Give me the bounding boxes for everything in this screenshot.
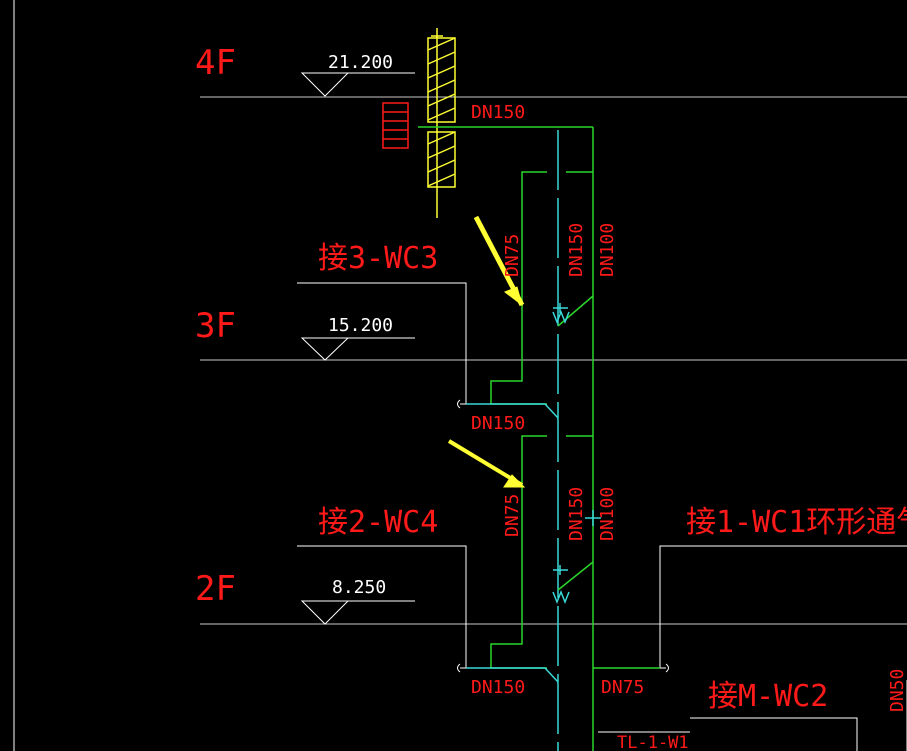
pipe-label-top-dn150: DN150 <box>471 102 525 123</box>
pipe-label-right-dn50: DN50 <box>887 669 907 712</box>
roof-sleeve <box>427 28 456 218</box>
floor-label-4f: 4F <box>195 43 236 83</box>
callout-wc1: 接1-WC1环形通气 <box>686 505 907 540</box>
pipe-label-v-dn75-lower: DN75 <box>502 494 523 537</box>
pipe-label-v-dn100-upper: DN100 <box>597 223 618 277</box>
pipe-label-v-dn75-upper: DN75 <box>502 234 523 277</box>
floor-label-3f: 3F <box>195 306 236 346</box>
pipe-label-bottom-dn75: DN75 <box>601 677 644 698</box>
pipe-label-bottom-dn150: DN150 <box>471 677 525 698</box>
callout-wc3: 接3-WC3 <box>318 241 438 276</box>
callout-wc4: 接2-WC4 <box>318 505 438 540</box>
vent-cap-icon <box>382 102 409 149</box>
pipe-label-v-dn150-upper: DN150 <box>566 223 587 277</box>
pipe-label-v-dn100-lower: DN100 <box>597 487 618 541</box>
elevation-marker-3f: 15.200 <box>300 315 415 361</box>
arrow-lower-icon <box>447 439 526 488</box>
elevation-marker-4f: 21.200 <box>300 52 415 97</box>
riser-tag: TL-1-W1 <box>617 733 689 751</box>
check-valve-lower-icon <box>552 589 570 605</box>
branch-dn75-upper <box>490 171 547 405</box>
check-valve-upper-icon <box>552 309 570 325</box>
arrow-upper-icon <box>473 215 525 307</box>
floor-label-2f: 2F <box>195 569 236 609</box>
branch-wc4 <box>297 545 467 669</box>
branch-wc1 <box>659 545 907 669</box>
cross-vent-lower <box>557 561 594 591</box>
elevation-value-4f: 21.200 <box>328 52 393 73</box>
callout-mwc2: 接M-WC2 <box>708 679 828 714</box>
elevation-marker-2f: 8.250 <box>300 577 415 625</box>
cross-vent-upper <box>557 295 594 327</box>
branch-mwc2 <box>690 717 858 751</box>
pipe-label-v-dn150-lower: DN150 <box>566 487 587 541</box>
pipe-label-mid-dn150: DN150 <box>471 413 525 434</box>
elevation-value-3f: 15.200 <box>328 315 393 336</box>
branch-wc3 <box>297 282 467 405</box>
elevation-value-2f: 8.250 <box>332 577 386 598</box>
